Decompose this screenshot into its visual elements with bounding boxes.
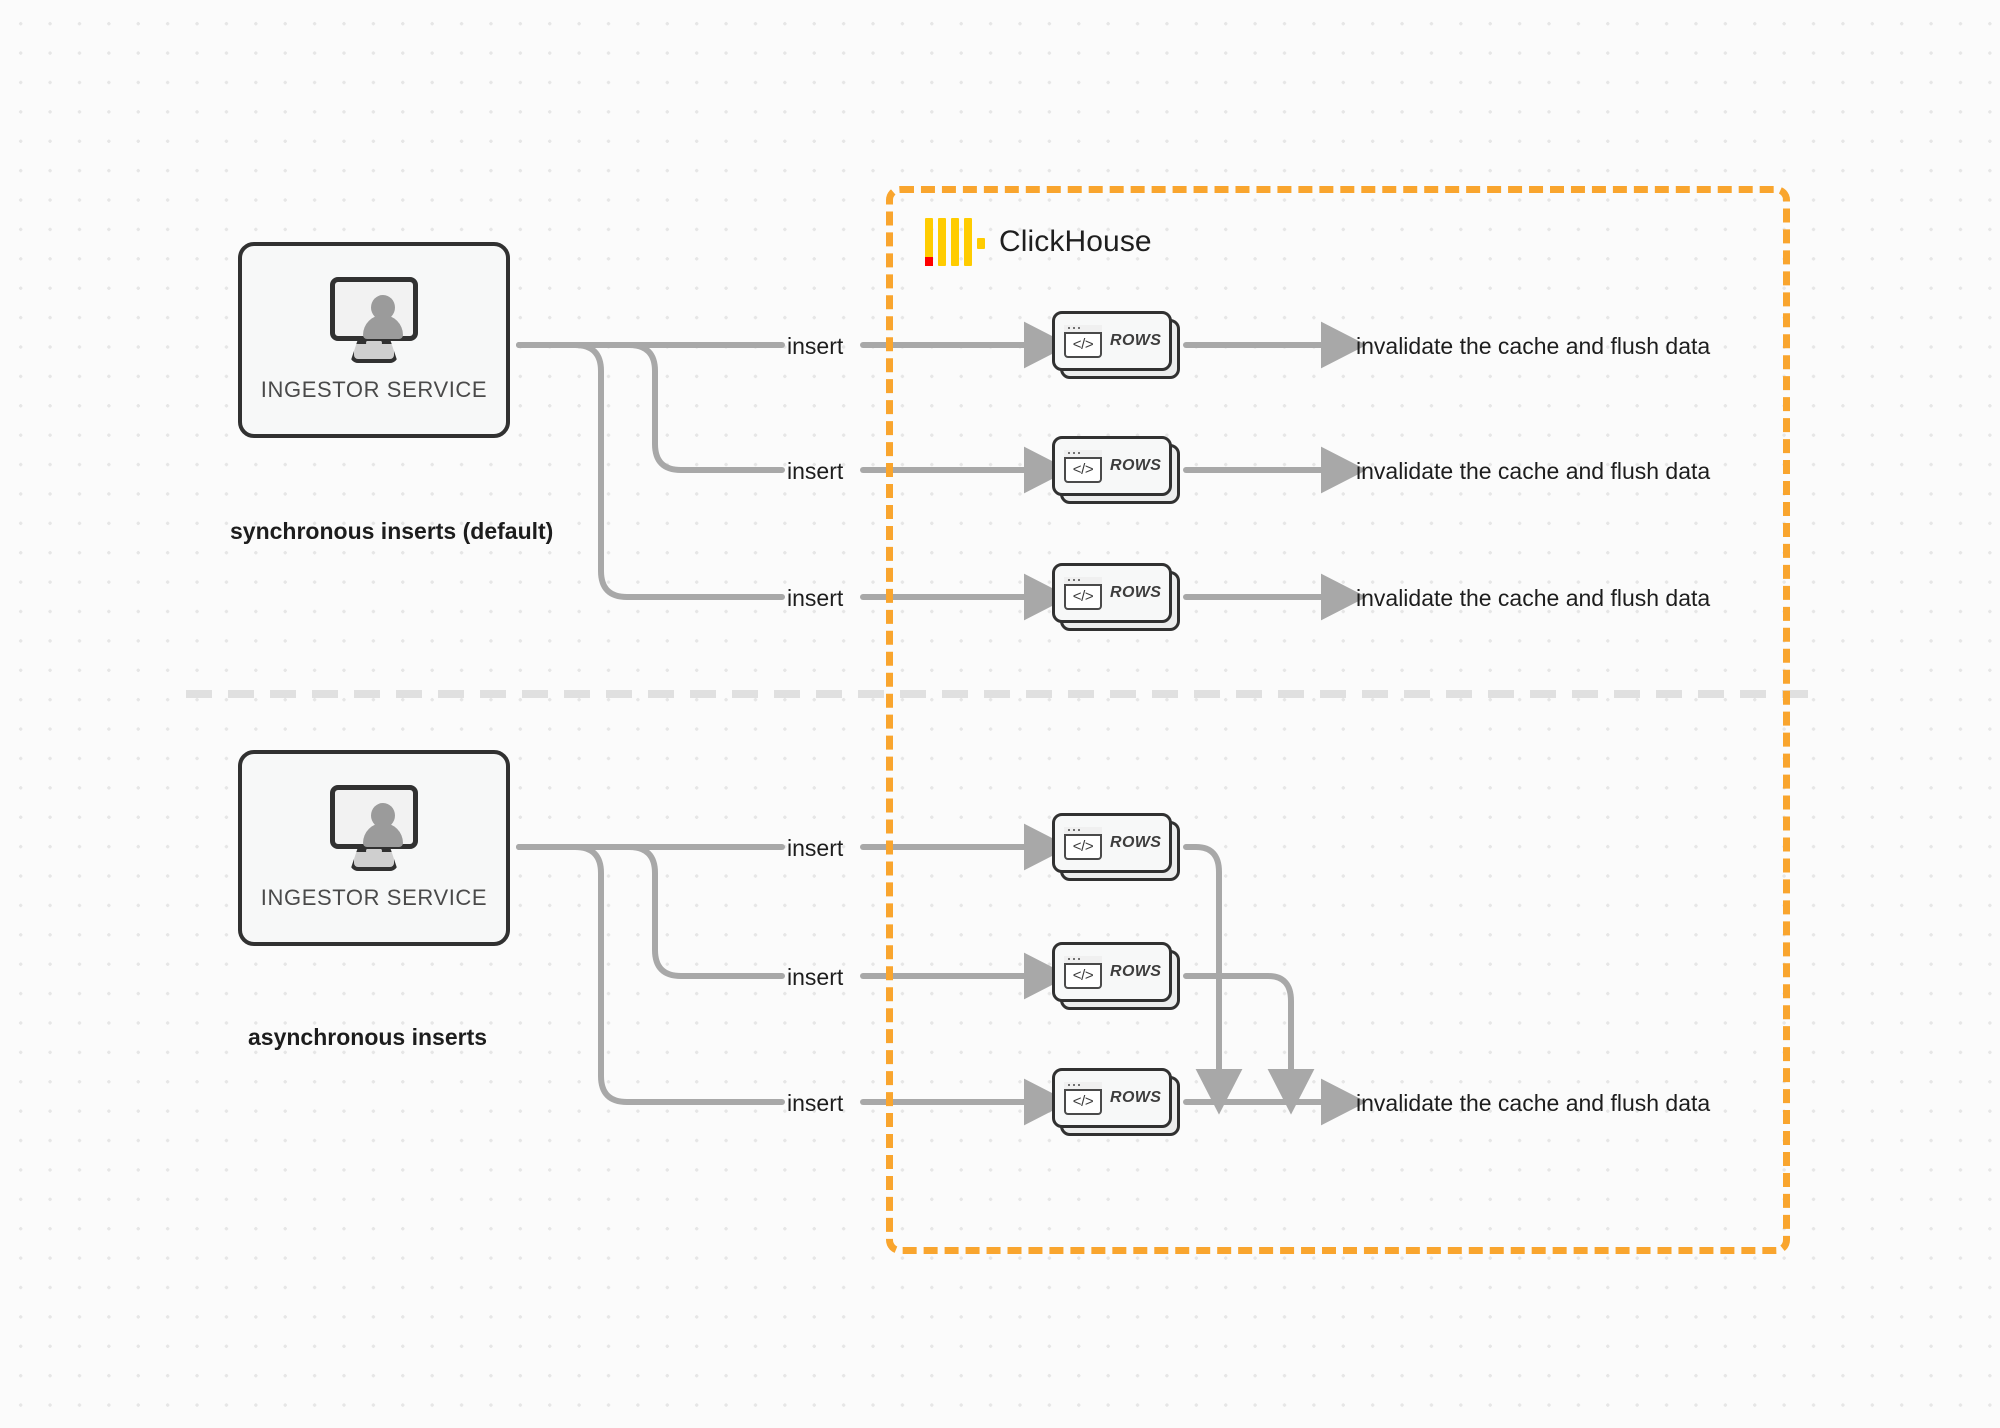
monitor-user-icon bbox=[326, 785, 422, 871]
rows-card-async-1: </> ROWS bbox=[1052, 813, 1180, 881]
rows-label: ROWS bbox=[1110, 457, 1162, 474]
code-window-icon: </> bbox=[1064, 826, 1102, 860]
wire-sync-branch-3 bbox=[516, 342, 785, 600]
rows-card-sync-2: </> ROWS bbox=[1052, 436, 1180, 504]
rows-card-sync-1: </> ROWS bbox=[1052, 311, 1180, 379]
insert-label-async-2: insert bbox=[787, 964, 844, 990]
rows-label: ROWS bbox=[1110, 584, 1162, 601]
clickhouse-logo-icon bbox=[925, 218, 985, 266]
caption-synchronous: synchronous inserts (default) bbox=[230, 518, 554, 544]
rows-label: ROWS bbox=[1110, 963, 1162, 980]
code-window-icon: </> bbox=[1064, 1081, 1102, 1115]
result-label-async-merged: invalidate the cache and flush data bbox=[1356, 1090, 1711, 1116]
ingestor-service-async: INGESTOR SERVICE bbox=[238, 750, 510, 946]
rows-card-async-2: </> ROWS bbox=[1052, 942, 1180, 1010]
clickhouse-label: ClickHouse bbox=[999, 225, 1152, 258]
rows-card-async-3: </> ROWS bbox=[1052, 1068, 1180, 1136]
code-window-icon: </> bbox=[1064, 324, 1102, 358]
wire-async-branch-2 bbox=[516, 844, 785, 979]
monitor-user-icon bbox=[326, 277, 422, 363]
ingestor-service-sync: INGESTOR SERVICE bbox=[238, 242, 510, 438]
rows-label: ROWS bbox=[1110, 1089, 1162, 1106]
insert-label-sync-2: insert bbox=[787, 458, 844, 484]
code-window-icon: </> bbox=[1064, 576, 1102, 610]
code-window-icon: </> bbox=[1064, 449, 1102, 483]
insert-label-async-1: insert bbox=[787, 835, 844, 861]
ingestor-service-label-sync: INGESTOR SERVICE bbox=[260, 377, 488, 402]
insert-label-async-3: insert bbox=[787, 1090, 844, 1116]
caption-asynchronous: asynchronous inserts bbox=[248, 1024, 488, 1050]
result-label-sync-1: invalidate the cache and flush data bbox=[1356, 333, 1711, 359]
result-label-sync-3: invalidate the cache and flush data bbox=[1356, 585, 1711, 611]
insert-label-sync-1: insert bbox=[787, 333, 844, 359]
rows-label: ROWS bbox=[1110, 834, 1162, 851]
code-window-icon: </> bbox=[1064, 955, 1102, 989]
insert-label-sync-3: insert bbox=[787, 585, 844, 611]
clickhouse-boundary bbox=[886, 186, 1790, 1254]
result-label-sync-2: invalidate the cache and flush data bbox=[1356, 458, 1711, 484]
ingestor-service-label-async: INGESTOR SERVICE bbox=[260, 885, 488, 910]
clickhouse-header: ClickHouse bbox=[925, 218, 1152, 266]
wire-sync-branch-2 bbox=[516, 342, 785, 473]
rows-card-sync-3: </> ROWS bbox=[1052, 563, 1180, 631]
rows-label: ROWS bbox=[1110, 332, 1162, 349]
wire-async-branch-3 bbox=[516, 844, 785, 1105]
